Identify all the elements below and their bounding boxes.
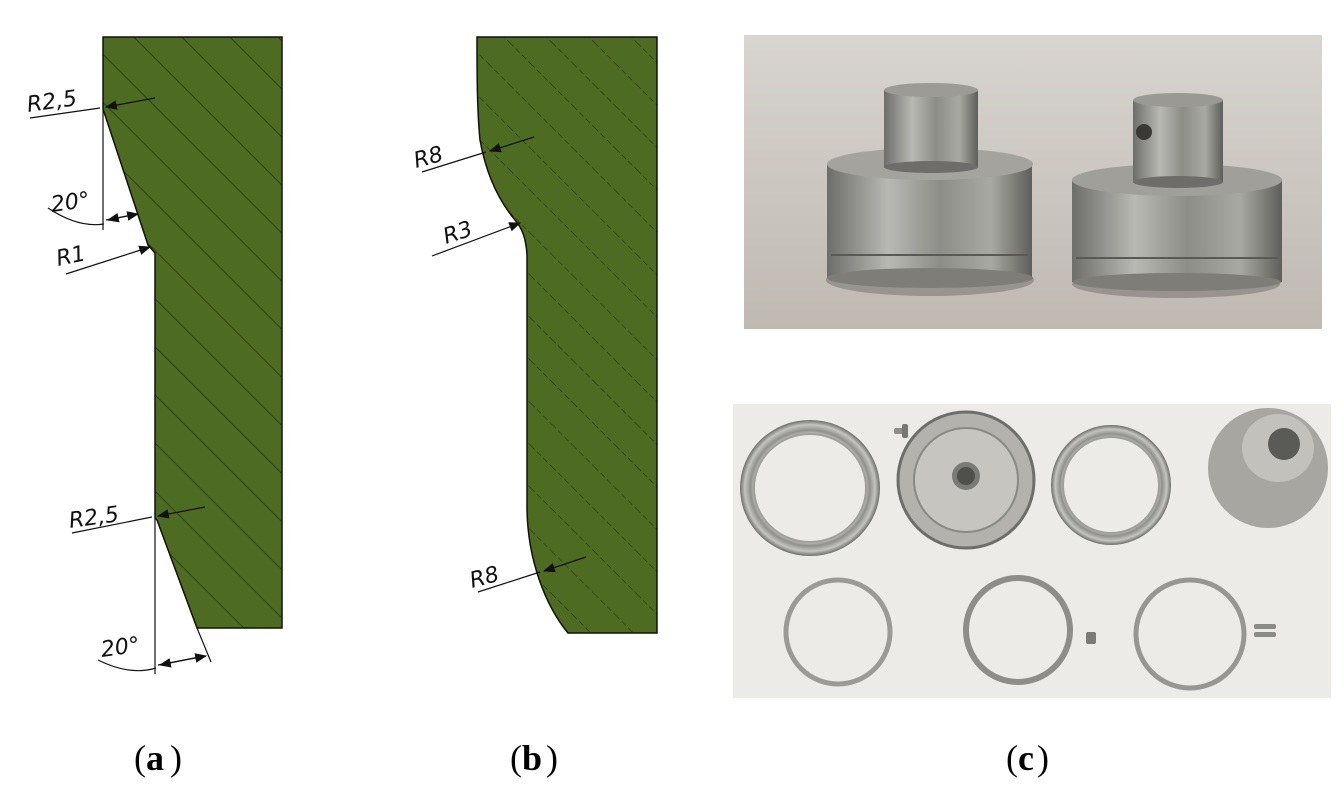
dimension-label: R1 <box>54 241 88 272</box>
dimension-label: R8 <box>411 142 446 174</box>
part-left <box>826 83 1034 296</box>
photo-assembled-parts <box>744 35 1322 329</box>
panel-b: R8 R3 R8 <box>411 36 658 634</box>
caption-a: ( a ) <box>134 738 182 778</box>
ring-holder-2 <box>1051 425 1171 545</box>
seal-ring-3 <box>1133 577 1247 691</box>
dimension-angle-bottom: 20° <box>97 518 212 674</box>
seal-ring-1 <box>783 577 893 687</box>
svg-text:): ) <box>170 738 182 778</box>
svg-text:): ) <box>546 738 558 778</box>
dimension-r1: R1 <box>54 241 152 275</box>
base-plate <box>896 410 1036 550</box>
ring-holder-1 <box>740 420 880 556</box>
screws-pair <box>1254 624 1276 637</box>
angle-label: 20° <box>99 633 141 663</box>
svg-text:(: ( <box>134 738 146 778</box>
svg-text:(: ( <box>1006 738 1018 778</box>
caption-letter: a <box>146 738 164 778</box>
dimension-r3: R3 <box>431 217 522 257</box>
panel-a: R2,5 20° R1 R2,5 20° <box>25 36 283 674</box>
dimension-label: R8 <box>467 562 502 594</box>
screw-small-2 <box>1086 632 1096 644</box>
cross-section-b <box>476 36 658 634</box>
dimension-label: R2,5 <box>25 86 78 118</box>
caption-b: ( b ) <box>510 738 558 778</box>
dimension-label: R3 <box>440 217 476 250</box>
caption-letter: b <box>522 738 542 778</box>
dimension-angle-top: 20° <box>47 110 140 230</box>
caption-letter: c <box>1018 738 1034 778</box>
svg-text:): ) <box>1037 738 1049 778</box>
part-right <box>1072 93 1282 298</box>
dimension-label: R2,5 <box>67 502 120 534</box>
cross-section-a <box>102 36 283 629</box>
cylinder-part <box>1208 408 1328 528</box>
angle-label: 20° <box>49 188 91 218</box>
svg-text:(: ( <box>510 738 522 778</box>
screw-small <box>894 424 908 438</box>
dimension-r25-top: R2,5 <box>25 86 156 119</box>
seal-ring-2 <box>963 575 1073 685</box>
caption-c: ( c ) <box>1006 738 1049 778</box>
photo-disassembled-parts <box>733 404 1331 698</box>
